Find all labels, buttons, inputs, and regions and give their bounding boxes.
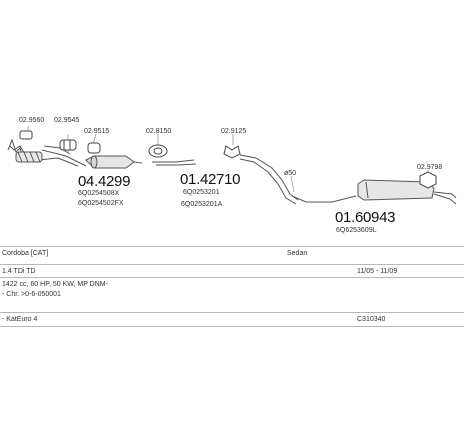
rear-silencer-ref-1: 6Q6253609L — [336, 227, 377, 234]
part-number-02-9515: 02.9515 — [84, 128, 110, 135]
info-row-left: Cordoba [CAT] — [2, 250, 49, 257]
main-number-catalyst: 04.4299 — [78, 173, 131, 190]
info-row-right: 11/05 - 11/09 — [357, 268, 398, 275]
part-number-02-9798: 02.9798 — [417, 164, 443, 171]
catalyst — [85, 155, 143, 169]
exhaust-system-drawing — [7, 126, 457, 268]
exhaust-diagram: 02.9560 02.9545 02.9515 02.8150 02.9125 … — [7, 117, 457, 268]
part-number-02-9560: 02.9560 — [19, 117, 45, 124]
front-pipe — [7, 138, 87, 167]
info-row-right: C310340 — [357, 316, 386, 323]
main-number-middle-pipe: 01.42710 — [180, 171, 241, 188]
info-row: 1422 cc, 60 HP, 50 KW, MP DNM- — [0, 277, 464, 291]
info-row-left: 1.4 TDi TD — [2, 268, 36, 275]
info-row-middle: Sedan — [287, 250, 308, 257]
info-row: - KatEuro 4 C310340 — [0, 312, 464, 326]
main-number-rear-silencer: 01.60943 — [335, 209, 396, 226]
info-row-left: 1422 cc, 60 HP, 50 KW, MP DNM- — [2, 281, 108, 288]
clamp-icon — [19, 130, 101, 154]
catalyst-ref-2: 6Q0254502FX — [78, 200, 124, 207]
part-number-02-8150: 02.8150 — [146, 128, 172, 135]
middle-pipe — [152, 159, 197, 166]
middle-pipe-ref-1: 6Q0253201 — [183, 189, 220, 196]
diameter-label: ø50 — [284, 170, 297, 177]
info-row: 1.4 TDi TD 11/05 - 11/09 — [0, 264, 464, 278]
part-number-02-9545: 02.9545 — [54, 117, 80, 124]
info-table-bottom-border — [0, 326, 464, 327]
info-row-left: - KatEuro 4 — [2, 316, 38, 323]
center-pipe — [239, 154, 357, 205]
info-row: Cordoba [CAT] Sedan — [0, 246, 464, 260]
gasket-icon — [148, 144, 168, 158]
hanger-icon — [223, 145, 437, 189]
catalyst-ref-1: 6Q0254508X — [78, 190, 120, 197]
info-row: - Chr. >0-6-050001 — [0, 288, 464, 301]
rear-silencer — [357, 179, 457, 205]
info-row-left: - Chr. >0-6-050001 — [2, 291, 61, 298]
part-number-02-9125: 02.9125 — [221, 128, 247, 135]
middle-pipe-ref-2: 6Q0253201A — [181, 201, 223, 208]
